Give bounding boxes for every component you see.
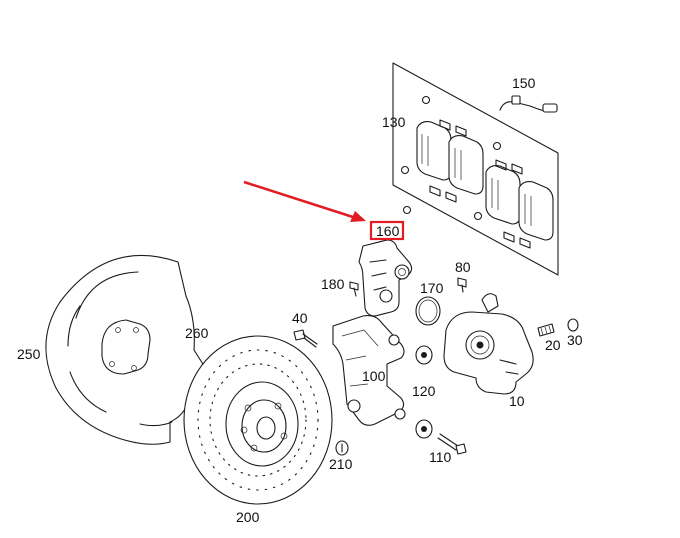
callout-180: 180 <box>321 276 345 292</box>
seal-ring-170[interactable] <box>415 296 441 326</box>
callout-40: 40 <box>292 310 308 326</box>
callout-200: 200 <box>236 509 260 525</box>
caliper-bracket-100[interactable] <box>332 315 406 426</box>
callout-210: 210 <box>329 456 353 472</box>
bleed-screw-20[interactable] <box>537 323 555 337</box>
callout-130: 130 <box>382 114 406 130</box>
callout-10: 10 <box>509 393 525 409</box>
callout-250: 250 <box>17 346 41 362</box>
callout-80: 80 <box>455 259 471 275</box>
bolt-80[interactable] <box>457 277 467 293</box>
brake-caliper-10[interactable] <box>443 293 534 395</box>
callout-labels: 150 130 160 80 180 170 40 260 20 30 250 … <box>17 75 583 525</box>
callout-260: 260 <box>185 325 209 341</box>
callout-170: 170 <box>420 280 444 296</box>
parking-brake-actuator-160[interactable] <box>358 239 413 317</box>
pointer-arrow-icon <box>243 180 366 222</box>
bolt-40[interactable] <box>293 329 318 348</box>
brake-dust-shield-250[interactable] <box>45 255 209 445</box>
brake-pad-kit-130[interactable] <box>392 62 559 276</box>
callout-100: 100 <box>362 368 386 384</box>
bolt-110[interactable] <box>437 433 467 455</box>
callout-20: 20 <box>545 337 561 353</box>
dust-cap-30[interactable] <box>567 318 579 332</box>
screw-210[interactable] <box>335 440 349 456</box>
callout-110: 110 <box>429 449 452 465</box>
guide-bush-120[interactable] <box>415 345 433 439</box>
callout-160[interactable]: 160 <box>376 223 400 239</box>
callout-30: 30 <box>567 332 583 348</box>
callout-120: 120 <box>412 383 436 399</box>
bolt-180[interactable] <box>349 281 359 297</box>
callout-150: 150 <box>512 75 536 91</box>
callout-160-highlight <box>369 220 405 241</box>
brake-disc-200[interactable] <box>183 335 333 505</box>
